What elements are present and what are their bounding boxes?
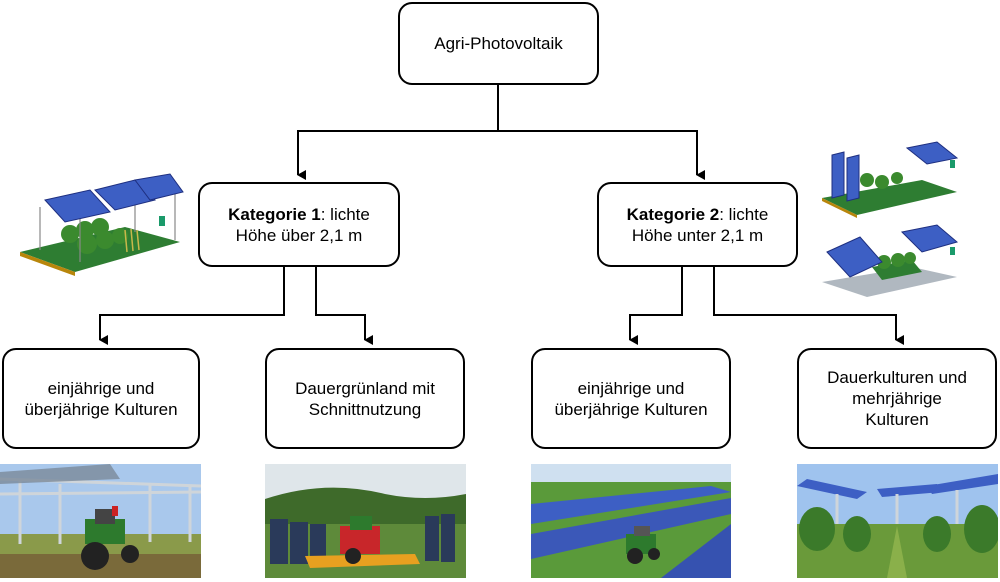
root-label: Agri-Photovoltaik <box>434 34 563 53</box>
leaf-2-line1: Dauergrünland mit <box>295 378 435 398</box>
cat1-to-leaf1 <box>99 266 285 345</box>
leaf-1-line2: überjährige Kulturen <box>24 399 178 419</box>
leaf-node-4: Dauerkulturen und mehrjährige Kulturen <box>797 348 997 449</box>
root-node: Agri-Photovoltaik <box>398 2 599 85</box>
category-2-rest: : lichte <box>719 204 769 224</box>
leaf-node-2: Dauergrünland mit Schnittnutzung <box>265 348 465 449</box>
leaf-node-3: einjährige und überjährige Kulturen <box>531 348 731 449</box>
leaf-4-line3: Kulturen <box>865 410 929 429</box>
category-2-node: Kategorie 2: lichte Höhe unter 2,1 m <box>597 182 798 267</box>
leaf-4-line1: Dauerkulturen und <box>827 368 967 387</box>
root-connector <box>297 84 499 180</box>
leaf-1-line1: einjährige und <box>47 378 155 398</box>
leaf-3-line1: einjährige und <box>577 378 685 398</box>
category-2-illustration-low <box>812 222 962 302</box>
category-2-height: Höhe unter 2,1 m <box>631 225 764 245</box>
cat2-to-leaf4 <box>713 266 904 345</box>
photo-tractor-between-panel-rows <box>531 464 731 578</box>
category-2-illustration-vertical <box>812 140 962 220</box>
leaf-node-1: einjährige und überjährige Kulturen <box>2 348 200 449</box>
cat1-to-leaf2 <box>315 266 373 345</box>
photo-tractor-under-agrivoltaic-structure <box>0 464 201 578</box>
category-1-node: Kategorie 1: lichte Höhe über 2,1 m <box>198 182 400 267</box>
category-1-illustration <box>15 172 185 277</box>
leaf-4-line2: mehrjährige <box>852 389 942 408</box>
category-1-bold: Kategorie 1 <box>228 204 321 224</box>
category-2-title: Kategorie 2: lichte <box>627 205 769 224</box>
leaf-3-line2: überjährige Kulturen <box>554 399 708 419</box>
category-1-height: Höhe über 2,1 m <box>235 225 363 245</box>
category-1-rest: : lichte <box>320 204 370 224</box>
category-2-bold: Kategorie 2 <box>626 204 720 224</box>
photo-grassland-mowing <box>265 464 466 578</box>
photo-orchard-under-panels <box>797 464 998 578</box>
category-1-title: Kategorie 1: lichte <box>228 205 370 224</box>
cat2-to-leaf3 <box>629 266 683 345</box>
leaf-2-line2: Schnittnutzung <box>308 399 422 419</box>
root-connector-right <box>498 130 705 180</box>
